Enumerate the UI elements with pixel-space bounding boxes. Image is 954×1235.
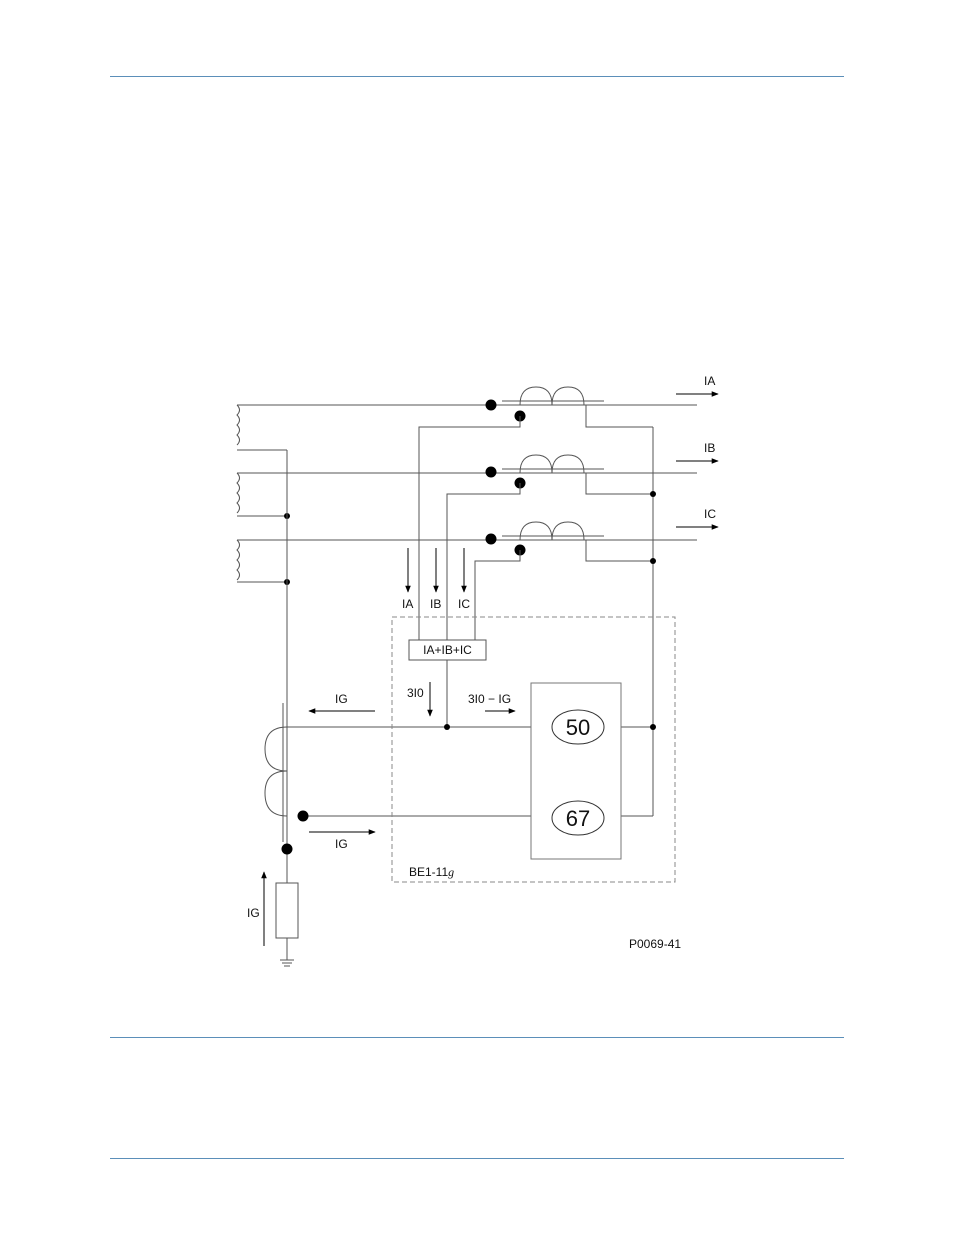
input-ic-label: IC <box>458 597 470 611</box>
ct-polarity-dots <box>485 399 526 556</box>
ground-current-arrows <box>261 708 376 946</box>
element-67-label: 67 <box>566 806 590 831</box>
phase-current-arrows <box>676 391 719 530</box>
element-50-label: 50 <box>566 715 590 740</box>
figure-code: P0069-41 <box>629 937 681 951</box>
winding-leads <box>237 449 287 583</box>
phase-b-label: IB <box>704 441 715 455</box>
neutral-conductor <box>264 450 288 960</box>
summation-block <box>408 639 487 661</box>
footer-rule-lower <box>110 1158 844 1159</box>
element-67-oval <box>551 800 605 836</box>
phase-conductors <box>237 404 697 541</box>
ig-label-upper: IG <box>335 692 348 706</box>
residual-label: 3I0 <box>407 686 424 700</box>
footer-rule-upper <box>110 1037 844 1038</box>
grounding-resistor <box>275 882 299 939</box>
element-50-oval <box>551 709 605 745</box>
junction-dots <box>284 491 656 730</box>
ct-secondary-wiring <box>287 405 654 817</box>
difference-label: 3I0 − IG <box>468 692 511 706</box>
power-transformer-windings <box>236 404 240 581</box>
phase-c-label: IC <box>704 507 716 521</box>
input-ia-label: IA <box>402 597 413 611</box>
relay-suffix: g <box>448 865 454 879</box>
phase-a-label: IA <box>704 374 715 388</box>
relay-boundary <box>391 616 676 883</box>
input-ib-label: IB <box>430 597 441 611</box>
ig-label-lower: IG <box>335 837 348 851</box>
header-rule <box>110 76 844 77</box>
relay-name-label: BE1-11g <box>409 865 454 879</box>
input-current-arrows <box>405 548 467 593</box>
phase-current-transformers <box>502 386 604 541</box>
ground-ct-polarity-dots <box>281 810 309 855</box>
ground-symbol <box>280 959 294 967</box>
ig-label-resistor: IG <box>247 906 260 920</box>
summation-block-label: IA+IB+IC <box>423 643 472 657</box>
